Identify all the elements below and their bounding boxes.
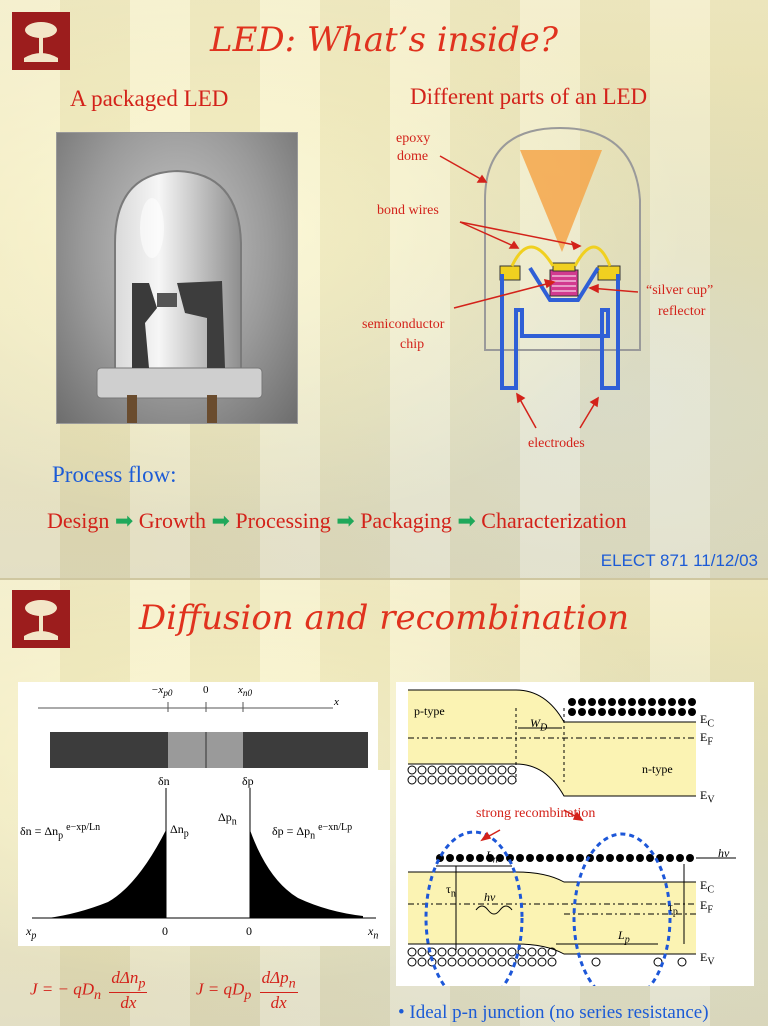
- label-epoxy-dome-1: epoxy: [396, 131, 431, 146]
- flow-arrow-icon: ➡: [114, 508, 134, 533]
- ec-top-label: EC: [700, 712, 715, 730]
- slide-diffusion-recombination: Diffusion and recombination −xp0 0 xn0 x: [0, 578, 768, 1026]
- hole-current-equation: J = qDp dΔpn dx: [196, 968, 298, 1013]
- ideal-junction-bullet: • Ideal p-n junction (no series resistan…: [398, 1002, 709, 1023]
- lp-label: Lp: [618, 928, 630, 946]
- label-silver-cup-2: reflector: [658, 304, 706, 319]
- tau-p-label: τp: [668, 900, 678, 918]
- dp-axis-label: δp: [242, 774, 254, 788]
- led-photo: [56, 132, 298, 424]
- led-parts-diagram: epoxy dome bond wires “silver cup” refle…: [340, 110, 740, 470]
- xp-axis-label: xp: [26, 924, 37, 942]
- label-epoxy-dome-2: dome: [397, 149, 429, 164]
- tau-n-label: τn: [446, 882, 456, 900]
- axis-zero: 0: [203, 684, 209, 696]
- label-electrodes: electrodes: [528, 436, 585, 451]
- led-parts-heading: Different parts of an LED: [410, 84, 648, 109]
- depletion-width-label: WD: [530, 716, 548, 734]
- zero-left: 0: [162, 924, 168, 938]
- label-semiconductor-1: semiconductor: [362, 317, 445, 332]
- dn-equation: δn = Δnp e−xp/Ln: [20, 822, 101, 842]
- flow-arrow-icon: ➡: [211, 508, 230, 533]
- flow-arrow-icon: ➡: [457, 508, 476, 533]
- hv-left-label: hν: [484, 890, 496, 904]
- n-type-label: n-type: [642, 762, 673, 776]
- zero-right: 0: [246, 924, 252, 938]
- slide-led-inside: LED: What’s inside? A packaged LED Diffe…: [0, 0, 768, 578]
- dp-equation: δp = Δpn e−xn/Lp: [272, 822, 353, 842]
- process-flow: Design ➡ Growth ➡ Processing ➡ Packaging…: [47, 508, 627, 534]
- step-characterization: Characterization: [481, 508, 627, 533]
- strong-recombination-label: strong recombination: [476, 806, 596, 821]
- hv-right-label: hν: [718, 846, 730, 860]
- ef-top-label: EF: [700, 730, 713, 748]
- flow-arrow-icon: ➡: [336, 508, 355, 533]
- ef-bottom-label: EF: [700, 898, 713, 916]
- label-bond-wires: bond wires: [377, 203, 439, 218]
- label-semiconductor-2: chip: [400, 337, 425, 352]
- p-type-label: p-type: [414, 704, 445, 718]
- ln-label: Ln: [486, 848, 498, 866]
- dp-peak-label: Δpn: [218, 810, 237, 828]
- footer-course-date: ELECT 871 11/12/03: [600, 551, 758, 570]
- university-logo: [12, 590, 70, 648]
- packaged-led-heading: A packaged LED: [70, 86, 229, 111]
- axis-minus-xp0: −xp0: [151, 684, 173, 699]
- slide-title: Diffusion and recombination: [138, 598, 630, 638]
- axis-x: x: [334, 696, 339, 708]
- step-growth: Growth: [138, 508, 206, 533]
- band-diagram-figure: p-type n-type WD EC EF EV strong recombi…: [396, 682, 754, 1006]
- process-flow-label: Process flow:: [52, 462, 177, 487]
- carrier-diffusion-figure: −xp0 0 xn0 x: [18, 682, 378, 780]
- electron-current-equation: J = − qDn dΔnp dx: [30, 968, 148, 1013]
- axis-xn0: xn0: [238, 684, 253, 699]
- slide-title: LED: What’s inside?: [210, 20, 558, 60]
- university-logo: [12, 12, 70, 70]
- step-design: Design: [47, 508, 110, 533]
- xn-axis-label: xn: [368, 924, 379, 942]
- ec-bottom-label: EC: [700, 878, 715, 896]
- step-processing: Processing: [235, 508, 331, 533]
- ev-top-label: EV: [700, 788, 715, 806]
- excess-carrier-plot: δn δp δn = Δnp e−xp/Ln Δnp Δpn δp = Δpn …: [18, 770, 390, 946]
- dn-axis-label: δn: [158, 774, 170, 788]
- ev-bottom-label: EV: [700, 950, 715, 968]
- step-packaging: Packaging: [360, 508, 452, 533]
- label-silver-cup-1: “silver cup”: [646, 283, 714, 298]
- dn-peak-label: Δnp: [170, 822, 189, 840]
